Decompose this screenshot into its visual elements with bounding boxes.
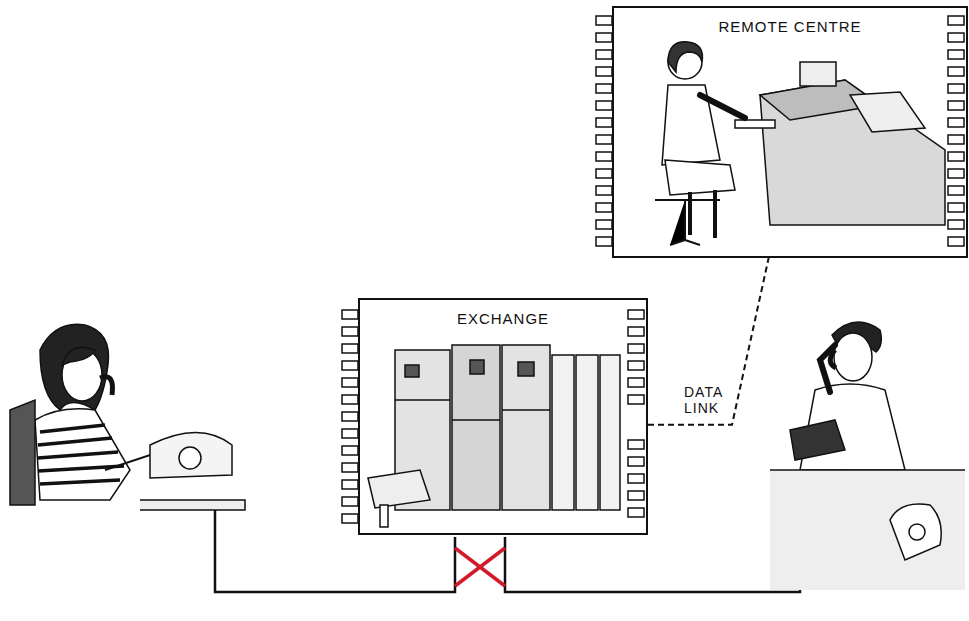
data-link-line [648, 258, 769, 425]
exchange-equipment [368, 345, 620, 527]
link-label: DATA LINK [682, 383, 732, 417]
building-box: REMOTE CENTRE [612, 6, 968, 258]
box-title: EXCHANGE [360, 310, 646, 327]
brick-wall [342, 16, 964, 523]
telephone-line [215, 508, 800, 592]
operator-console [655, 42, 945, 245]
building-box: EXCHANGE [358, 298, 648, 535]
caller-man [770, 322, 965, 590]
caller-woman [10, 324, 245, 510]
cross-connection [455, 548, 505, 586]
box-title: REMOTE CENTRE [614, 18, 966, 35]
